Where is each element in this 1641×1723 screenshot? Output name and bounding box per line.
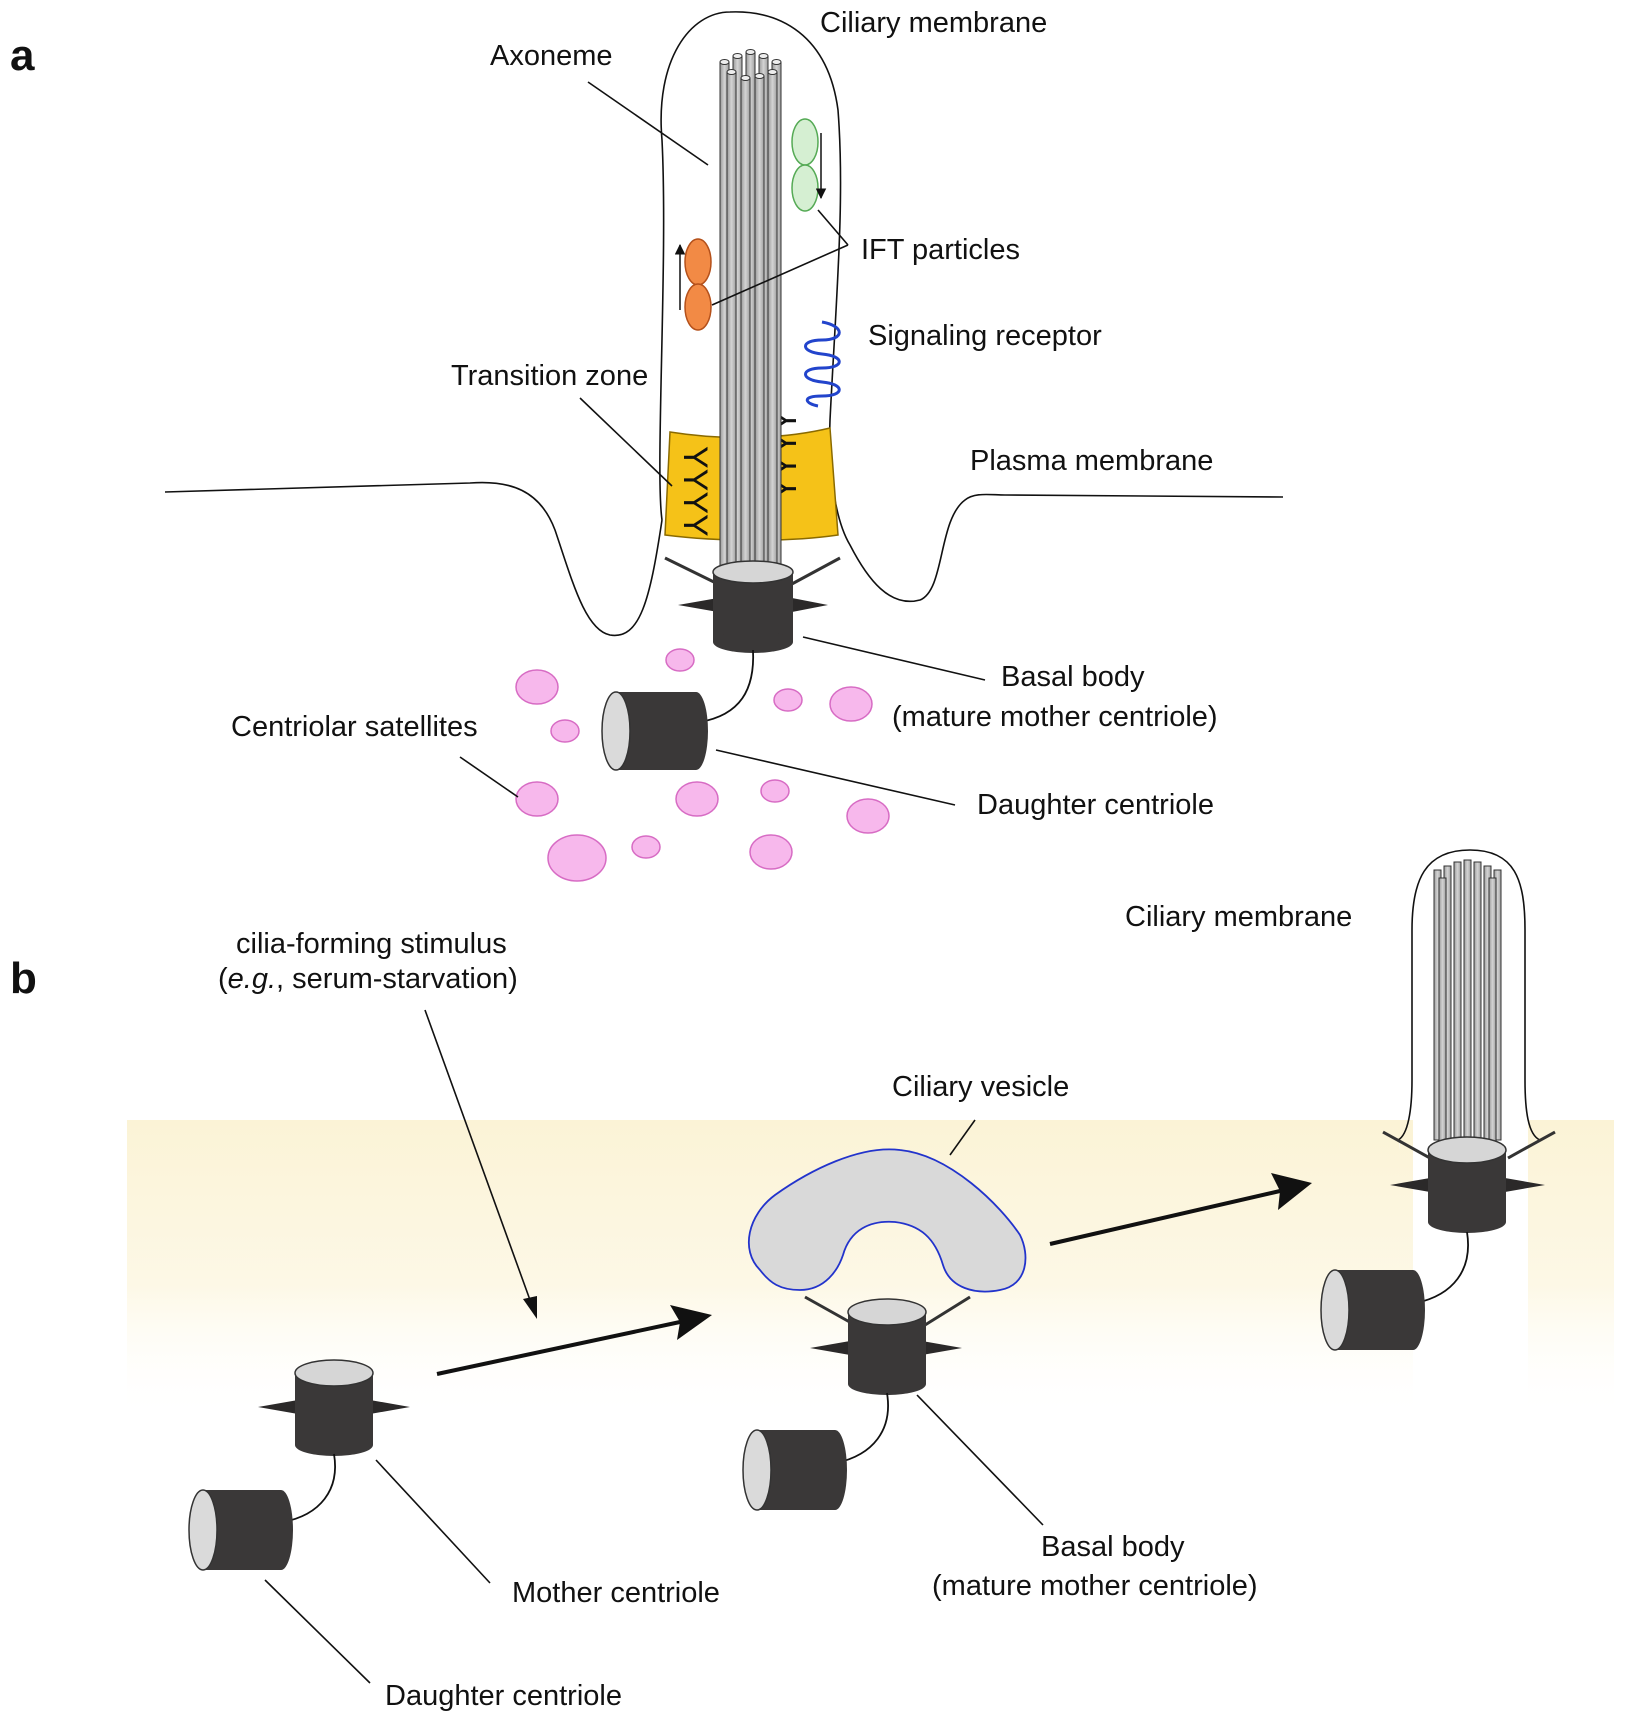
ciliary-vesicle <box>747 1148 1027 1293</box>
label-stimulus-line1: cilia-forming stimulus <box>236 928 507 960</box>
label-basal-body-b-1: Basal body <box>1041 1531 1185 1563</box>
daughter-centriole-a <box>601 691 708 771</box>
label-mother-centriole: Mother centriole <box>512 1577 720 1609</box>
plasma-membrane <box>164 481 663 637</box>
label-daughter-centriole-a: Daughter centriole <box>977 789 1214 821</box>
label-plasma-membrane: Plasma membrane <box>970 445 1213 477</box>
leader-axoneme <box>587 81 709 166</box>
leader-ciliary-vesicle <box>949 1119 976 1156</box>
label-daughter-centriole-b: Daughter centriole <box>385 1680 622 1712</box>
basal-body-b2 <box>804 1295 971 1395</box>
leader-daughter <box>715 749 956 806</box>
leader-ift-2 <box>711 244 849 306</box>
centriolar-satellites <box>515 648 890 882</box>
label-transition-zone: Transition zone <box>451 360 648 392</box>
leader-basal-body-b <box>916 1394 1044 1526</box>
panel-label-a: a <box>10 31 35 80</box>
basal-body-a <box>712 560 794 653</box>
y-links: YYYY YYYY <box>676 409 804 536</box>
daughter-centriole-b3 <box>1320 1269 1425 1351</box>
linker-a <box>699 649 755 723</box>
basal-body-b3 <box>1382 1130 1556 1233</box>
stimulus-arrow <box>424 1009 537 1319</box>
y-link: YYYY <box>676 446 714 537</box>
linker-b1 <box>282 1453 336 1523</box>
linker-b2 <box>835 1392 889 1464</box>
mother-centriole <box>258 1359 410 1456</box>
label-stimulus-line2: (e.g., serum-starvation) <box>218 963 518 995</box>
label-ciliary-vesicle: Ciliary vesicle <box>892 1071 1069 1103</box>
leader-satellites <box>459 756 519 798</box>
daughter-centriole-b1 <box>188 1489 293 1571</box>
leader-daughter-centriole-b <box>264 1579 371 1684</box>
axoneme-b <box>1433 859 1502 1144</box>
label-centriolar-satellites: Centriolar satellites <box>231 711 478 743</box>
daughter-centriole-b2 <box>742 1429 847 1511</box>
transition-fibers <box>664 556 841 612</box>
label-signaling-receptor: Signaling receptor <box>868 320 1102 352</box>
leader-basal-body <box>802 636 986 681</box>
ift-anterograde-particles <box>674 238 712 331</box>
label-ciliary-membrane-a: Ciliary membrane <box>820 7 1047 39</box>
cytoplasm-band-right <box>1528 1120 1614 1420</box>
label-ift-particles: IFT particles <box>861 234 1020 266</box>
ciliary-membrane-b <box>1397 849 1541 1141</box>
leader-transition-zone <box>579 397 673 487</box>
panel-label-b: b <box>10 954 37 1003</box>
label-basal-body-a-2: (mature mother centriole) <box>892 701 1218 733</box>
leader-mother-centriole <box>375 1459 491 1584</box>
progression-arrow-1 <box>436 1305 712 1376</box>
leader-ift-1 <box>817 209 849 246</box>
axoneme <box>719 49 782 579</box>
label-basal-body-b-2: (mature mother centriole) <box>932 1570 1258 1602</box>
signaling-receptor <box>804 320 841 408</box>
progression-arrow-2 <box>1049 1173 1312 1246</box>
linker-b3 <box>1415 1231 1469 1304</box>
ciliary-membrane <box>659 11 1284 603</box>
ift-retrograde-particles <box>791 118 827 212</box>
label-ciliary-membrane-b: Ciliary membrane <box>1125 901 1352 933</box>
label-basal-body-a-1: Basal body <box>1001 661 1145 693</box>
label-axoneme: Axoneme <box>490 40 613 72</box>
